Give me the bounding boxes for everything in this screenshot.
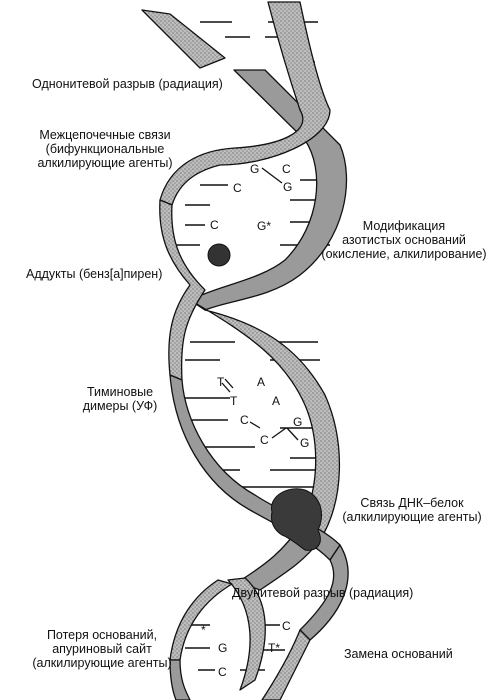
protein-blob bbox=[271, 488, 322, 551]
base-letters: G C C G C G* T T A A C G C G * G C C T* bbox=[201, 162, 309, 679]
base-c: C bbox=[282, 619, 291, 633]
adduct-blob bbox=[207, 243, 231, 267]
base-c: C bbox=[240, 413, 249, 427]
base-g: G bbox=[283, 180, 292, 194]
base-g: G bbox=[300, 436, 309, 450]
label-dna-protein: Связь ДНК–белок (алкилирующие агенты) bbox=[342, 496, 482, 524]
label-base-substitution: Замена оснований bbox=[344, 647, 453, 661]
strand-front bbox=[159, 1, 349, 700]
base-c: C bbox=[282, 162, 291, 176]
label-adducts: Аддукты (бенз[а]пирен) bbox=[26, 267, 163, 281]
base-connectors bbox=[221, 167, 299, 441]
label-thymine-dimers: Тиминовые димеры (УФ) bbox=[82, 385, 158, 413]
base-c: C bbox=[210, 218, 219, 232]
base-g: G bbox=[250, 162, 259, 176]
base-c: C bbox=[218, 665, 227, 679]
base-g: G bbox=[218, 641, 227, 655]
base-loss-star: * bbox=[201, 623, 206, 637]
base-a: A bbox=[257, 375, 265, 389]
base-t-substituted: T* bbox=[268, 641, 280, 655]
label-crosslinks: Межцепочечные связи (бифункциональные ал… bbox=[37, 128, 173, 170]
label-base-loss: Потеря оснований, апуриновый сайт (алкил… bbox=[32, 628, 172, 670]
base-c: C bbox=[233, 181, 242, 195]
base-c: C bbox=[260, 433, 269, 447]
base-t: T bbox=[217, 375, 225, 389]
label-double-strand-break: Двунитевой разрыв (радиация) bbox=[232, 586, 414, 600]
base-a: A bbox=[272, 394, 280, 408]
label-base-modification: Модификация азотистых оснований (окислен… bbox=[321, 219, 487, 261]
label-single-strand-break: Однонитевой разрыв (радиация) bbox=[32, 77, 223, 91]
base-g: G bbox=[293, 415, 302, 429]
base-t: T bbox=[230, 394, 238, 408]
base-g-modified: G* bbox=[257, 219, 271, 233]
